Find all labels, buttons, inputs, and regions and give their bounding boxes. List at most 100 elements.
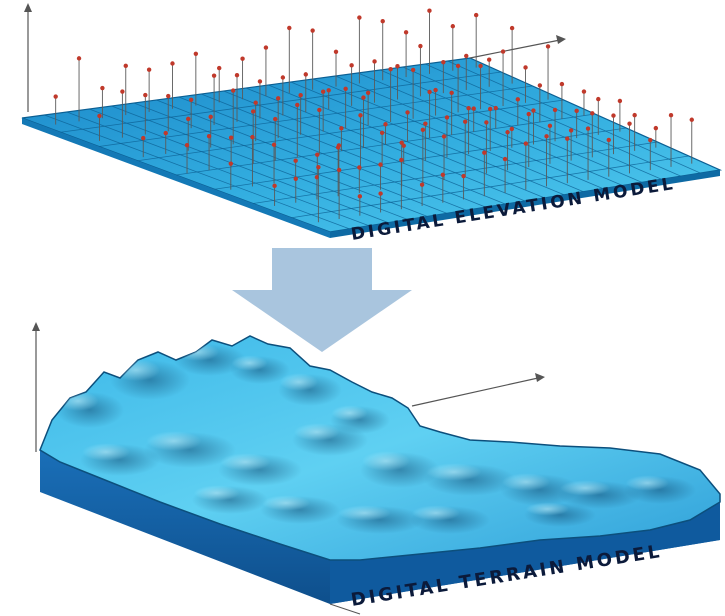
dtm-terrain-block: [39, 335, 721, 604]
elevation-pin-head: [141, 135, 146, 141]
elevation-pin-head: [423, 121, 428, 126]
elevation-pin-head: [163, 130, 168, 136]
grid-line: [60, 71, 502, 133]
elevation-pin-head: [357, 165, 362, 170]
elevation-pin-head: [488, 106, 493, 112]
elevation-pin-head: [427, 8, 432, 13]
elevation-pin-head: [523, 65, 528, 70]
elevation-pin-head: [509, 25, 515, 31]
grid-line: [137, 99, 564, 162]
elevation-pin-head: [440, 172, 446, 178]
elevation-pin-head: [336, 167, 342, 173]
elevation-pin-head: [478, 63, 483, 69]
elevation-pin-head: [653, 125, 659, 131]
elevation-pin-head: [316, 164, 321, 170]
dem-plate-edge-left: [22, 118, 330, 238]
elevation-pin-head: [188, 97, 194, 102]
elevation-pin-head: [383, 122, 388, 127]
terrain-highlight: [82, 443, 130, 461]
elevation-pin-head: [596, 96, 601, 102]
terrain-highlight: [220, 453, 271, 471]
elevation-pin-head: [565, 136, 570, 141]
grid-line: [214, 127, 627, 190]
elevation-pin-head: [405, 110, 410, 115]
elevation-pin-head: [568, 128, 574, 133]
elevation-pin-head: [310, 28, 315, 33]
elevation-pin-head: [97, 113, 102, 119]
elevation-pin-head: [253, 100, 258, 105]
elevation-pin-head: [388, 66, 393, 72]
terrain-highlight: [262, 495, 310, 511]
elevation-pin-head: [287, 25, 292, 31]
elevation-pin-head: [365, 90, 371, 96]
elevation-pin-head: [343, 86, 348, 91]
down-arrow-icon: [232, 248, 412, 352]
elevation-pin-head: [228, 161, 234, 166]
elevation-pin-head: [441, 134, 447, 139]
elevation-pin-head: [240, 56, 245, 61]
elevation-pin-head: [170, 61, 175, 66]
elevation-pin-head: [574, 108, 579, 114]
elevation-pin-head: [273, 116, 278, 122]
elevation-pin-head: [263, 45, 269, 50]
dtm-z-axis-arrowhead: [32, 322, 40, 331]
grid-line: [252, 141, 658, 204]
dem-plate-surface: [21, 57, 723, 233]
grid-line: [291, 155, 689, 219]
elevation-pin-head: [441, 59, 446, 65]
elevation-pin-head: [298, 93, 303, 98]
elevation-pin-head: [509, 126, 515, 132]
elevation-pin-head: [146, 67, 152, 72]
terrain-highlight: [112, 359, 160, 381]
elevation-pin-head: [648, 137, 653, 143]
terrain-highlight: [146, 431, 202, 451]
elevation-pin-head: [581, 89, 587, 94]
elevation-pin-head: [317, 107, 322, 113]
terrain-highlight: [412, 505, 460, 521]
elevation-pin-head: [500, 49, 506, 54]
dem-grid-plate: [21, 57, 723, 238]
elevation-pin-head: [250, 134, 255, 140]
elevation-pin-head: [295, 102, 300, 108]
terrain-highlight: [625, 475, 670, 491]
elevation-pin-head: [455, 63, 461, 69]
elevation-pin-head: [100, 85, 105, 91]
elevation-pin-head: [315, 152, 320, 157]
elevation-pin-head: [193, 51, 199, 56]
elevation-pin-head: [320, 89, 326, 94]
dem-elevation-points: [53, 8, 694, 223]
elevation-pin-head: [206, 134, 212, 139]
elevation-pin-head: [617, 98, 623, 104]
elevation-pin-head: [303, 72, 308, 77]
elevation-pin-head: [211, 73, 217, 78]
elevation-pin-head: [419, 182, 425, 187]
dem-x-axis: [469, 39, 561, 59]
elevation-pin-head: [143, 92, 148, 98]
elevation-pin-head: [523, 141, 529, 146]
elevation-pin-head: [272, 183, 277, 189]
elevation-pin-head: [228, 135, 234, 140]
elevation-pin-head: [471, 106, 476, 111]
elevation-pin-head: [120, 89, 125, 94]
elevation-pin-head: [547, 123, 553, 129]
elevation-pin-head: [466, 105, 471, 111]
elevation-pin-head: [545, 44, 551, 49]
elevation-pin-head: [339, 126, 344, 131]
elevation-pin-head: [166, 93, 171, 99]
elevation-pin-head: [380, 19, 385, 24]
terrain-highlight: [175, 343, 219, 361]
dem-plate-edge-right: [330, 170, 720, 238]
elevation-pin-head: [464, 53, 469, 59]
elevation-pin-head: [463, 119, 468, 124]
dtm-y-axis: [329, 603, 361, 615]
dtm-x-axis: [411, 377, 539, 407]
elevation-pin-head: [606, 137, 611, 143]
elevation-pin-head: [473, 12, 479, 18]
elevation-pin-head: [482, 150, 487, 155]
elevation-pin-head: [449, 90, 454, 96]
elevation-pin-head: [372, 59, 377, 64]
elevation-pin-head: [433, 87, 438, 93]
elevation-pin-head: [632, 112, 637, 118]
